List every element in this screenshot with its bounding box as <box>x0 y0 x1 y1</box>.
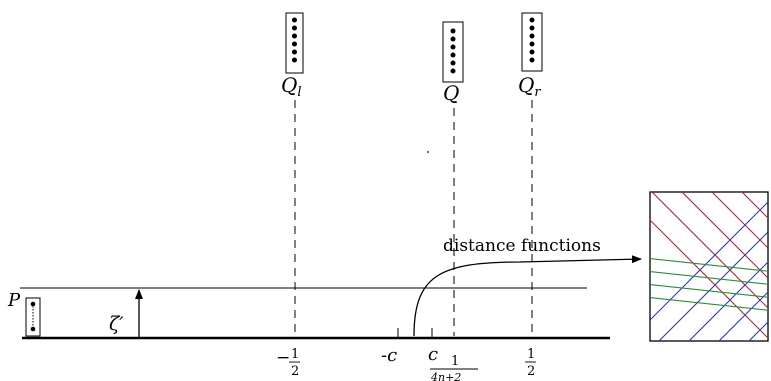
q-l-label: Ql <box>281 73 302 100</box>
zeta-label: ζ′ <box>109 313 124 335</box>
distance-arrow-curve <box>413 255 642 337</box>
p-label: P <box>7 290 21 311</box>
svg-text:1: 1 <box>451 354 459 369</box>
blue-line <box>650 201 768 321</box>
green-line <box>650 283 768 298</box>
red-line <box>650 219 768 339</box>
q-l-dot-column <box>285 12 304 74</box>
blue-line <box>658 231 768 341</box>
svg-text:1: 1 <box>527 347 535 362</box>
q-label: Q <box>443 81 459 105</box>
blue-line <box>718 291 768 341</box>
green-line <box>650 296 768 311</box>
stray-dot <box>427 151 429 153</box>
q-r-dot-column <box>521 12 543 72</box>
svg-text:4n+2: 4n+2 <box>430 371 461 381</box>
svg-text:2: 2 <box>291 364 299 379</box>
distance-functions-box <box>649 191 769 342</box>
minus-half-label: − 1 2 <box>276 347 300 379</box>
q-dot-column <box>442 21 464 83</box>
svg-text:−: − <box>276 348 290 368</box>
half-label: 1 2 <box>525 347 536 379</box>
green-line <box>650 257 768 272</box>
minus-c-label: -c <box>381 345 397 366</box>
distance-functions-label: distance functions <box>443 236 601 256</box>
q-r-label: Qr <box>518 73 541 100</box>
c-label: c <box>428 344 438 365</box>
green-line <box>650 270 768 285</box>
blue-line <box>748 321 768 341</box>
svg-text:2: 2 <box>527 364 535 379</box>
svg-text:1: 1 <box>291 347 299 362</box>
p-dot-column <box>25 297 41 337</box>
blue-line <box>688 261 768 341</box>
fraction-label: 1 4n+2 <box>430 354 478 381</box>
distance-functions-lines <box>650 192 768 341</box>
